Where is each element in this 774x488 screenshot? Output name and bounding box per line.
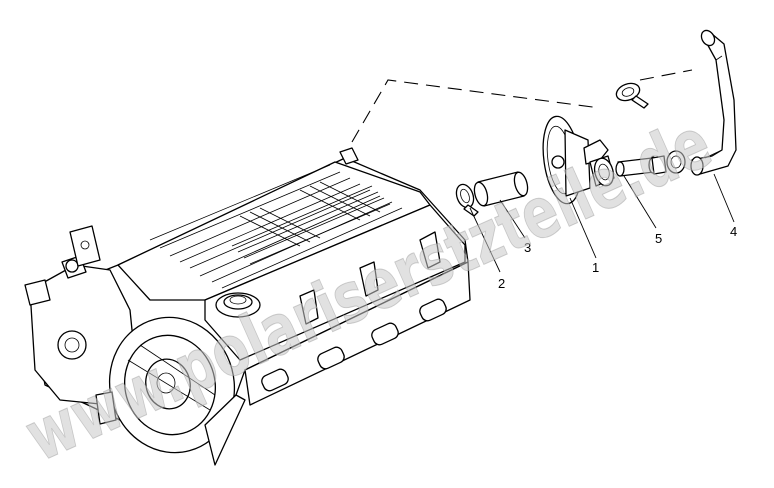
- callout-leaders: [469, 173, 735, 273]
- engine-illustration: [24, 147, 471, 466]
- part-1-breather-housing: [542, 115, 615, 205]
- part-3-hose: [473, 171, 529, 207]
- oil-filler-cap: [215, 292, 261, 318]
- part-4-bent-hose: [690, 29, 737, 176]
- callout-2: 2: [498, 276, 505, 291]
- callout-4: 4: [730, 224, 737, 239]
- callout-3: 3: [524, 240, 531, 255]
- callout-5: 5: [655, 231, 662, 246]
- callout-1: 1: [592, 260, 599, 275]
- crank-pulley: [108, 316, 236, 454]
- hose-routing-dashed-line: [351, 69, 693, 143]
- upper-hose-clamp: [615, 82, 649, 109]
- cylinder-head-ports: [244, 261, 471, 406]
- timing-cover: [24, 225, 136, 406]
- part-5-connector: [615, 150, 686, 177]
- valve-cover-ribs: [149, 164, 403, 289]
